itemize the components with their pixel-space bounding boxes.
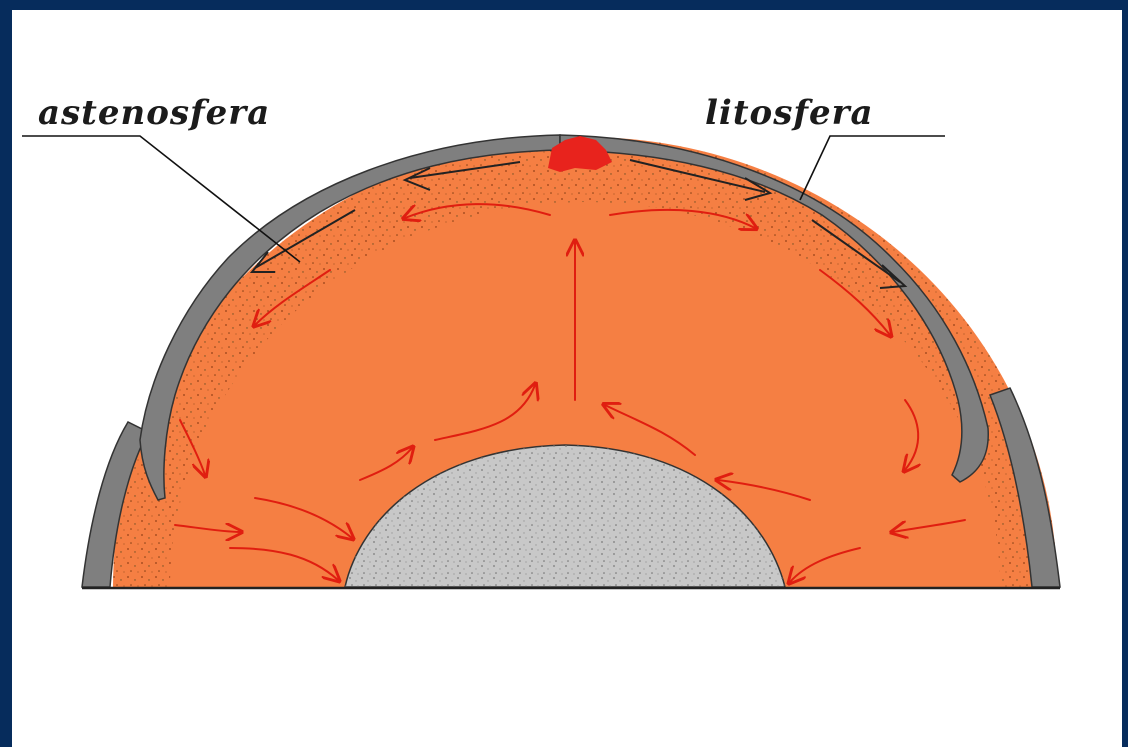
asthenosphere-label: astenosfera (38, 93, 270, 133)
lithosphere-label: litosfera (705, 93, 874, 133)
